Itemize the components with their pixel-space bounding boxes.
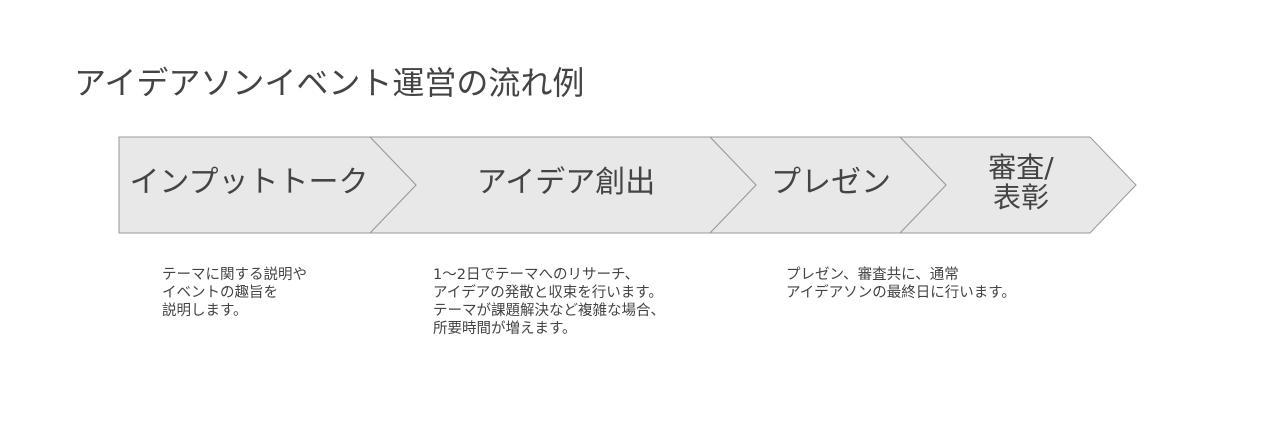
stage-label-input-talk: インプットトーク xyxy=(129,165,369,200)
stage-shape-input-talk xyxy=(118,136,417,234)
stage-label-award: 審査/ 表彰 xyxy=(988,151,1054,214)
description-idea-creation: 1〜2日でテーマへのリサーチ、 アイデアの発散と収束を行います。 テーマが課題解… xyxy=(433,267,665,337)
description-input-talk: テーマに関する説明や イベントの趣旨を 説明します。 xyxy=(162,267,307,319)
page-title: アイデアソンイベント運営の流れ例 xyxy=(74,64,585,102)
stage-label-presentation: プレゼン xyxy=(771,165,891,200)
stage-label-idea-creation: アイデア創出 xyxy=(476,165,656,200)
description-presentation-award: プレゼン、審査共に、通常 アイデアソンの最終日に行います。 xyxy=(786,267,1016,301)
